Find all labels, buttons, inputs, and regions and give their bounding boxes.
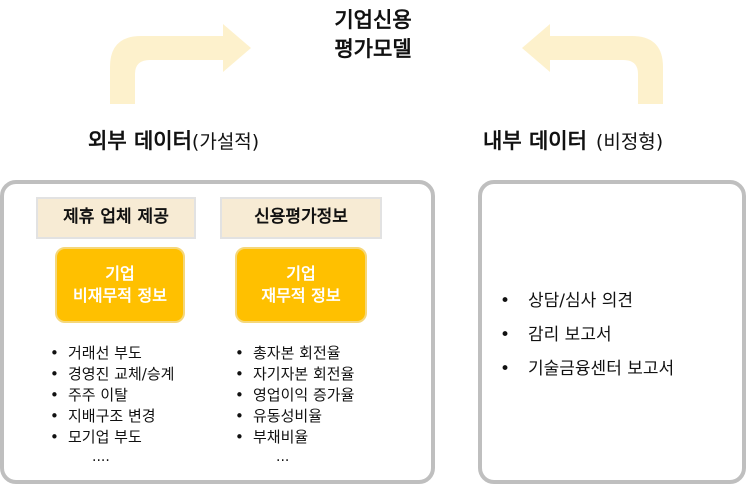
source-box-credit-rating: 신용평가정보: [220, 197, 382, 239]
info-box-nonfinancial: 기업 비재무적 정보: [55, 247, 185, 323]
internal-list: 상담/심사 의견 감리 보고서 기술금융센터 보고서: [500, 284, 674, 386]
list-item: 주주 이탈: [50, 385, 174, 406]
model-title: 기업신용 평가모델: [300, 6, 446, 64]
list-item: 총자본 회전율: [235, 343, 354, 364]
list-item: 기술금융센터 보고서: [500, 352, 674, 386]
model-title-line1: 기업신용: [334, 8, 412, 32]
curved-arrow-right-icon: [110, 24, 251, 104]
financial-ellipsis: ...: [276, 449, 290, 465]
info-box-financial-line2: 재무적 정보: [261, 286, 341, 305]
info-box-nonfinancial-line2: 비재무적 정보: [73, 286, 167, 305]
nonfinancial-ellipsis: ....: [92, 449, 110, 465]
list-item: 자기자본 회전율: [235, 364, 354, 385]
list-item: 영업이익 증가율: [235, 385, 354, 406]
list-item: 감리 보고서: [500, 318, 674, 352]
list-item: 상담/심사 의견: [500, 284, 674, 318]
external-heading-label: 외부 데이터: [88, 129, 192, 153]
source-box-partner: 제휴 업체 제공: [36, 197, 196, 239]
internal-heading-label: 내부 데이터: [483, 129, 587, 153]
external-heading-sub: (가설적): [191, 131, 260, 153]
internal-heading-sub: (비정형): [595, 131, 664, 153]
internal-data-heading: 내부 데이터 (비정형): [483, 126, 663, 157]
external-data-heading: 외부 데이터(가설적): [88, 126, 259, 157]
info-box-nonfinancial-line1: 기업: [105, 264, 135, 283]
list-item: 유동성비율: [235, 406, 354, 427]
list-item: 지배구조 변경: [50, 406, 174, 427]
list-item: 거래선 부도: [50, 343, 174, 364]
financial-list: 총자본 회전율 자기자본 회전율 영업이익 증가율 유동성비율 부채비율: [235, 343, 354, 448]
curved-arrow-left-icon: [522, 24, 663, 104]
list-item: 부채비율: [235, 427, 354, 448]
list-item: 모기업 부도: [50, 427, 174, 448]
nonfinancial-list: 거래선 부도 경영진 교체/승계 주주 이탈 지배구조 변경 모기업 부도: [50, 343, 174, 448]
list-item: 경영진 교체/승계: [50, 364, 174, 385]
info-box-financial: 기업 재무적 정보: [235, 247, 367, 323]
model-title-line2: 평가모델: [334, 37, 412, 61]
info-box-financial-line1: 기업: [286, 264, 316, 283]
